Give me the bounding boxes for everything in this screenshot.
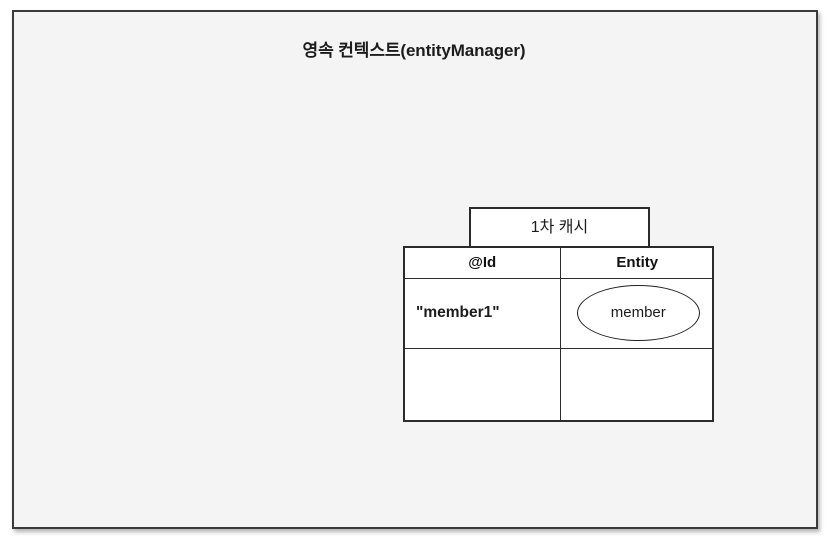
entity-ellipse-label: member <box>610 304 666 321</box>
page-title: 영속 컨텍스트(entityManager) <box>14 36 816 61</box>
first-level-cache-group: 1차 캐시 @Id Entity "member1" <box>403 207 715 433</box>
first-level-cache-table: @Id Entity "member1" member <box>403 246 714 422</box>
entity-ellipse-shape: member <box>576 285 700 341</box>
cache-table-element: @Id Entity "member1" member <box>405 248 714 422</box>
first-level-cache-tab-label: 1차 캐시 <box>530 218 589 236</box>
first-level-cache-tab: 1차 캐시 <box>469 207 650 248</box>
table-row <box>405 347 714 422</box>
cell-id-value-empty <box>405 347 561 422</box>
cell-entity-value: member <box>559 277 715 349</box>
table-row: "member1" member <box>405 277 715 349</box>
table-header-row: @Id Entity <box>405 248 714 279</box>
cell-id-value: "member1" <box>405 277 561 349</box>
persistence-context-title-text: 영속 컨텍스트(entityManager) <box>302 41 526 60</box>
entity-ellipse-wrapper: member <box>561 279 715 348</box>
column-header-entity: Entity <box>559 248 714 279</box>
column-header-id: @Id <box>405 248 561 279</box>
persistence-context-frame: 영속 컨텍스트(entityManager) 1차 캐시 @Id Entity <box>12 10 818 529</box>
cell-entity-value-empty <box>559 347 714 422</box>
